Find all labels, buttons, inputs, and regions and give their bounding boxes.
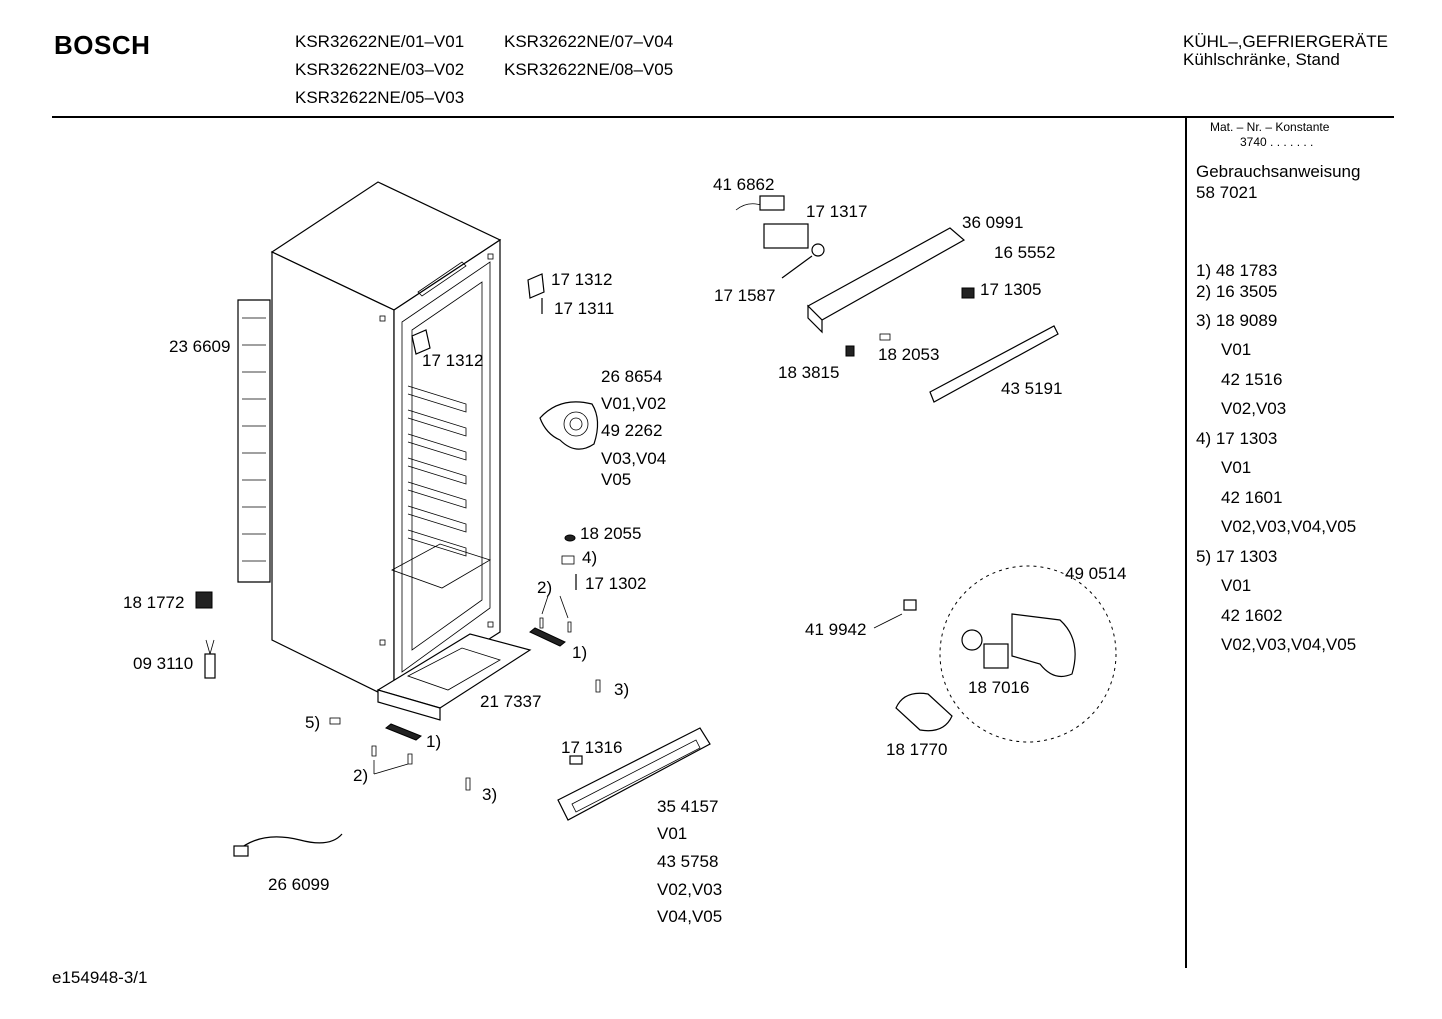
- part-label: 1): [572, 643, 588, 662]
- kickplate-drawing: [557, 727, 711, 821]
- sidebar-divider: [1185, 116, 1187, 968]
- part-label: 17 1302: [585, 574, 647, 593]
- part-label: V02,V03: [657, 880, 723, 899]
- drawer-drawing: [376, 627, 566, 741]
- part-label: 23 6609: [169, 337, 231, 356]
- part-label: 17 1312: [422, 351, 484, 370]
- part-label: V01,V02: [601, 394, 667, 413]
- model-03: KSR32622NE/03–V02: [295, 60, 465, 79]
- drawing-code: e154948-3/1: [52, 968, 148, 987]
- fan-drawing: [539, 401, 599, 450]
- part-label: 4): [582, 548, 598, 567]
- part-label: V03,V04: [601, 449, 667, 468]
- part-label: 18 1770: [886, 740, 948, 759]
- part-label: 3): [614, 680, 630, 699]
- condenser-drawing: [237, 299, 271, 583]
- part-label: 41 9942: [805, 620, 867, 639]
- part-label: 18 2055: [580, 524, 642, 543]
- note-4-v01: V01: [1221, 458, 1252, 477]
- part-label: 18 2053: [878, 345, 940, 364]
- part-label: 17 1587: [714, 286, 776, 305]
- part-label: 3): [482, 785, 498, 804]
- part-label: 41 6862: [713, 175, 775, 194]
- part-label: 18 3815: [778, 363, 840, 382]
- part-label: 18 1772: [123, 593, 185, 612]
- model-01: KSR32622NE/01–V01: [295, 32, 465, 51]
- note-4-alt-variants: V02,V03,V04,V05: [1221, 517, 1357, 536]
- part-label: V01: [657, 824, 688, 843]
- part-label: 17 1317: [806, 202, 868, 221]
- part-label: 2): [353, 766, 369, 785]
- note-3: 3) 18 9089: [1196, 311, 1278, 330]
- cabinet-drawing: [270, 181, 502, 702]
- part-label: 43 5191: [1001, 379, 1063, 398]
- part-label: 26 8654: [601, 367, 663, 386]
- small-parts-drawing: [195, 273, 601, 857]
- part-label: 18 7016: [968, 678, 1030, 697]
- part-label: 17 1312: [551, 270, 613, 289]
- note-1: 1) 48 1783: [1196, 261, 1278, 280]
- part-label: 49 0514: [1065, 564, 1127, 583]
- note-5: 5) 17 1303: [1196, 547, 1278, 566]
- note-5-alt-variants: V02,V03,V04,V05: [1221, 635, 1357, 654]
- manual-label: Gebrauchsanweisung: [1196, 162, 1361, 181]
- part-label: 43 5758: [657, 852, 719, 871]
- note-3-v01: V01: [1221, 340, 1252, 359]
- part-label: 17 1311: [554, 299, 615, 318]
- note-3-alt: 42 1516: [1221, 370, 1283, 389]
- part-label: 09 3110: [133, 654, 194, 673]
- part-label: 26 6099: [268, 875, 330, 894]
- cover-drawing: [735, 195, 1059, 403]
- part-label: 17 1316: [561, 738, 623, 757]
- note-5-alt: 42 1602: [1221, 606, 1283, 625]
- lamp-drawing: [873, 565, 1117, 743]
- mat-value: 3740 . . . . . . .: [1240, 135, 1314, 149]
- part-label: 17 1305: [980, 280, 1042, 299]
- subcategory-title: Kühlschränke, Stand: [1183, 50, 1340, 69]
- note-5-v01: V01: [1221, 576, 1252, 595]
- header-divider: [52, 116, 1394, 118]
- part-label: 49 2262: [601, 421, 663, 440]
- part-label: 5): [305, 713, 321, 732]
- part-label: V05: [601, 470, 632, 489]
- note-3-alt-variants: V02,V03: [1221, 399, 1287, 418]
- part-label: 21 7337: [480, 692, 542, 711]
- note-4: 4) 17 1303: [1196, 429, 1278, 448]
- part-label: 36 0991: [962, 213, 1024, 232]
- mat-label: Mat. – Nr. – Konstante: [1210, 120, 1330, 134]
- model-07: KSR32622NE/07–V04: [504, 32, 674, 51]
- part-label: 2): [537, 578, 553, 597]
- note-4-alt: 42 1601: [1221, 488, 1283, 507]
- brand-logo: BOSCH: [54, 30, 151, 60]
- manual-value: 58 7021: [1196, 183, 1258, 202]
- part-label: V04,V05: [657, 907, 723, 926]
- model-08: KSR32622NE/08–V05: [504, 60, 674, 79]
- part-label: 16 5552: [994, 243, 1056, 262]
- part-label: 1): [426, 732, 442, 751]
- model-05: KSR32622NE/05–V03: [295, 88, 465, 107]
- part-label: 35 4157: [657, 797, 719, 816]
- category-title: KÜHL–,GEFRIERGERÄTE: [1183, 32, 1388, 51]
- note-2: 2) 16 3505: [1196, 282, 1278, 301]
